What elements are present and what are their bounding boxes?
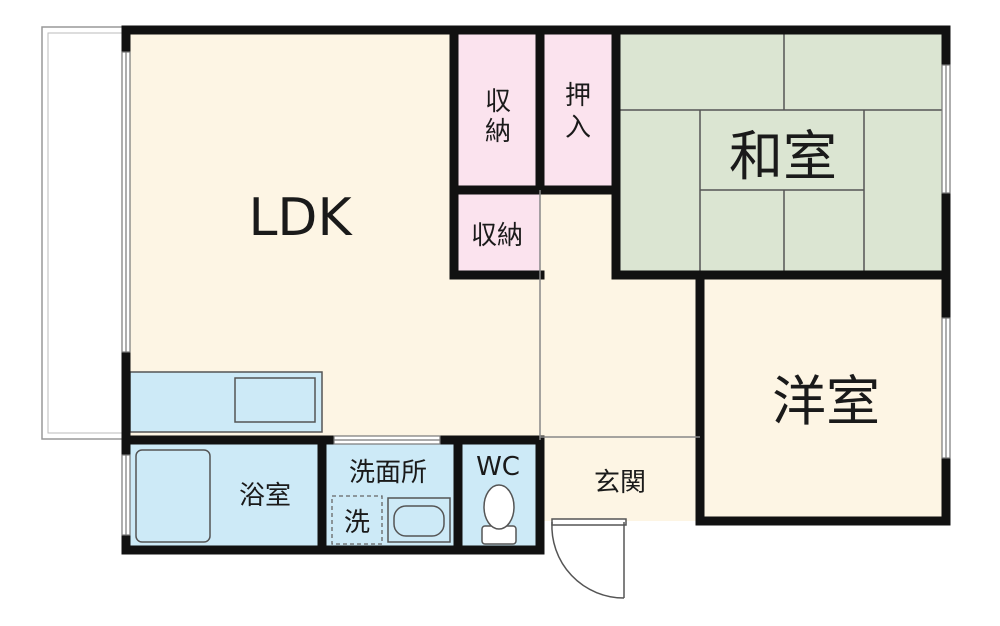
- wc-label: WC: [476, 452, 520, 482]
- tatami-lines: [616, 30, 946, 277]
- storage-top-label-2: 納: [485, 117, 511, 147]
- youshitsu-room: [700, 277, 946, 521]
- balcony: [41, 26, 127, 440]
- washer-pan: [331, 495, 383, 545]
- oshiire-label-2: 入: [565, 113, 591, 143]
- bathroom-room: [126, 440, 322, 550]
- entrance-door: [551, 518, 627, 599]
- washitsu-room: [616, 30, 946, 277]
- washer-label: 洗: [344, 508, 370, 538]
- kitchen-counter: [129, 371, 323, 433]
- washitsu-label: 和室: [729, 125, 837, 188]
- oshiire-closet: [540, 30, 616, 190]
- bathroom-label: 浴室: [239, 481, 291, 511]
- ldk-lower-strip: [454, 275, 540, 436]
- toilet-icon: [481, 484, 517, 545]
- storage-top: [454, 30, 540, 190]
- bathtub: [135, 449, 211, 543]
- wash-basin: [387, 497, 451, 543]
- ldk-label: LDK: [248, 188, 353, 248]
- storage-mid-label: 収納: [471, 221, 523, 251]
- storage-mid: [454, 190, 540, 275]
- washroom-room: [322, 440, 458, 550]
- kitchen-sink: [234, 377, 316, 423]
- windows: [121, 51, 951, 536]
- storage-top-label-1: 収: [485, 87, 511, 117]
- ldk-room: [126, 30, 454, 436]
- thin-walls: [539, 190, 700, 440]
- entrance-floor: [540, 437, 700, 521]
- youshitsu-label: 洋室: [772, 370, 880, 433]
- washroom-label: 洗面所: [349, 458, 427, 488]
- entrance-label: 玄関: [594, 468, 646, 498]
- oshiire-label-1: 押: [565, 81, 591, 111]
